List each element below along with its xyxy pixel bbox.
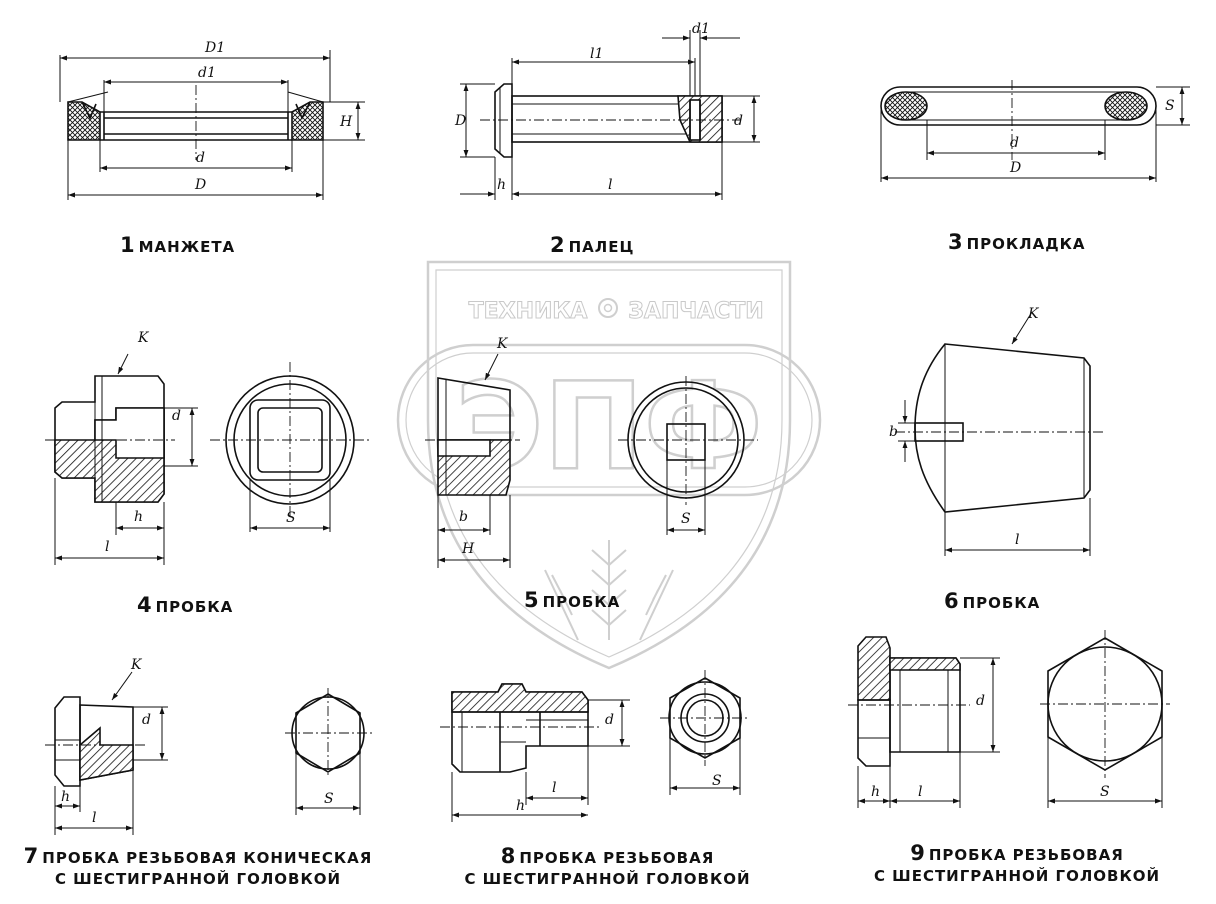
caption-name: ПРОБКА [155, 598, 234, 616]
dim-label: l [608, 177, 612, 193]
dim-label: H [461, 541, 475, 557]
part-9-drawing [848, 630, 1170, 808]
caption-number: 8 [500, 844, 516, 868]
caption-number: 7 [23, 844, 39, 868]
dim-label: K [496, 336, 509, 352]
dim-label: d [196, 150, 205, 166]
dim-label: b [459, 509, 468, 525]
dim-label: d [605, 712, 614, 728]
dim-label: h [871, 784, 880, 800]
caption-name: ПРОБКА РЕЗЬБОВАЯ [928, 846, 1124, 864]
dim-label: d1 [198, 65, 216, 81]
caption-name: МАНЖЕТА [138, 238, 236, 256]
dim-label: D [194, 177, 206, 193]
watermark [396, 260, 822, 670]
caption-name-line2: С ШЕСТИГРАННОЙ ГОЛОВКОЙ [464, 870, 751, 888]
dim-label: l [92, 810, 96, 826]
caption-number: 9 [910, 841, 925, 865]
dim-label: d [1010, 135, 1019, 151]
caption-name: ПРОБКА РЕЗЬБОВАЯ КОНИЧЕСКАЯ [42, 849, 373, 867]
dim-label: S [712, 773, 722, 789]
dim-label: H [339, 114, 353, 130]
dim-label: h [516, 798, 525, 814]
caption-number: 1 [120, 233, 135, 257]
dim-label: K [130, 657, 143, 673]
dim-label: K [137, 330, 150, 346]
caption-number: 3 [948, 230, 963, 254]
part-2-drawing [460, 30, 760, 200]
watermark-text-left: ТЕХНИКА [469, 299, 588, 324]
dim-label: D [1009, 160, 1021, 176]
dim-label: S [286, 510, 296, 526]
dim-label: S [681, 511, 691, 527]
part-8-drawing [440, 670, 750, 822]
wheat-icon [544, 540, 674, 641]
caption-name-line2: С ШЕСТИГРАННОЙ ГОЛОВКОЙ [873, 867, 1161, 885]
dim-label: l [918, 784, 922, 800]
dim-label: l1 [590, 46, 603, 62]
caption-name: ПАЛЕЦ [568, 238, 635, 256]
caption-name: ПРОБКА [962, 594, 1041, 612]
dim-label: l [552, 780, 556, 796]
dim-label: K [1027, 306, 1040, 322]
dim-label: b [889, 424, 898, 440]
part-3-drawing [880, 80, 1190, 182]
dim-label: d [172, 408, 181, 424]
caption-name: ПРОКЛАДКА [966, 235, 1086, 253]
watermark-text-right: ЗАПЧАСТИ [628, 299, 763, 324]
dim-label: D1 [204, 40, 225, 56]
dim-label: d [734, 113, 743, 129]
dim-label: S [324, 791, 334, 807]
dim-label: l [1015, 532, 1019, 548]
caption-number: 5 [524, 588, 539, 612]
dim-label: h [134, 509, 143, 525]
part-4-drawing [45, 353, 370, 565]
caption-name: ПРОБКА РЕЗЬБОВАЯ [519, 849, 715, 867]
dim-label: S [1165, 98, 1175, 114]
caption-name-line2: С ШЕСТИГРАННОЙ ГОЛОВКОЙ [54, 870, 342, 888]
caption-number: 6 [944, 589, 959, 613]
dim-label: l [105, 539, 109, 555]
caption-number: 4 [137, 593, 152, 617]
gear-icon [598, 298, 618, 318]
dim-label: h [61, 789, 70, 805]
dim-label: d [142, 712, 151, 728]
dim-label: h [497, 177, 506, 193]
dim-label: d [976, 693, 985, 709]
dim-label: S [1100, 784, 1110, 800]
watermark-shield [426, 260, 792, 670]
part-6-drawing [895, 311, 1105, 556]
part-5-drawing [425, 353, 758, 568]
dim-label: D [454, 113, 466, 129]
dim-label: d1 [692, 21, 710, 37]
caption-number: 2 [550, 233, 565, 257]
part-1-drawing [59, 50, 365, 200]
part-7-drawing [45, 671, 372, 835]
caption-name: ПРОБКА [542, 593, 621, 611]
